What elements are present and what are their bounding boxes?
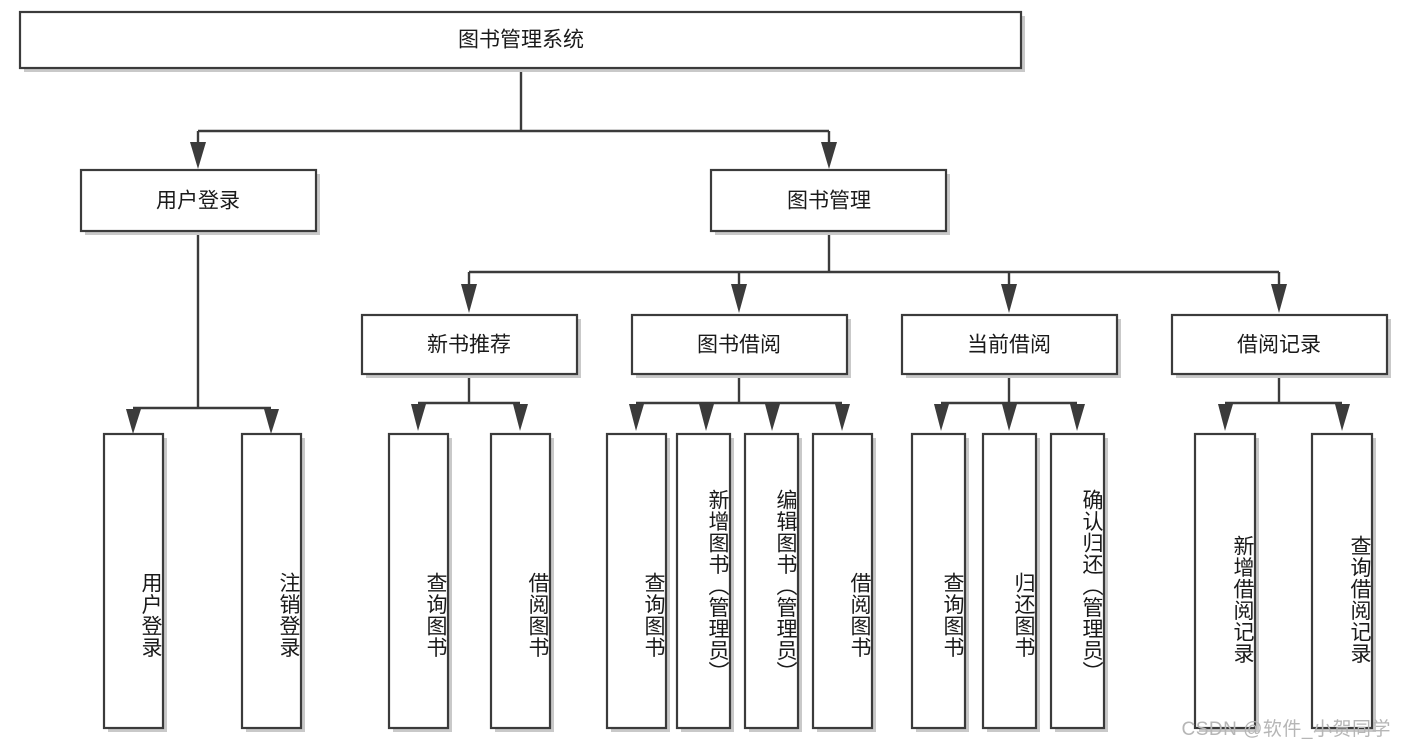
leaf-book-borrow-4-box[interactable] [811,432,874,730]
arrowhead-new-book [461,284,477,313]
leaf-node-new-book-1[interactable] [387,432,452,732]
leaf-book-borrow-1-box[interactable] [605,432,668,730]
node-book-management[interactable]: 图书管理 [709,168,950,235]
arrowhead-bookborrow-leaf-1 [629,404,644,431]
leaf-node-borrow-record-2[interactable] [1310,432,1376,732]
arrowhead-leaf-user-login [126,409,141,434]
arrowhead-book-borrow [731,284,747,313]
connector-group-user-login [126,232,279,434]
leaf-current-borrow-3-box[interactable] [1049,432,1106,730]
node-book-management-box[interactable] [709,168,948,233]
connector-group-root [190,68,837,169]
node-borrow-record-box[interactable] [1170,313,1389,376]
arrowhead-currentborrow-leaf-3 [1070,404,1085,431]
node-root[interactable]: 图书管理系统 [18,10,1025,72]
leaf-node-current-borrow-1[interactable] [910,432,969,732]
leaf-borrow-record-1-box[interactable] [1193,432,1257,730]
leaf-node-current-borrow-2[interactable] [981,432,1040,732]
node-book-management-label: 图书管理 [787,190,871,213]
leaf-new-book-2-box[interactable] [489,432,552,730]
node-current-borrow-label: 当前借阅 [967,334,1051,357]
node-book-borrow-box[interactable] [630,313,849,376]
arrowhead-currentborrow-leaf-1 [934,404,949,431]
watermark-text: CSDN @软件_小贺同学 [1181,719,1391,740]
leaf-node-new-book-2[interactable] [489,432,554,732]
connector-group-new-book [411,375,528,431]
leaf-borrow-record-2-box[interactable] [1310,432,1374,730]
arrowhead-borrowrecord-leaf-2 [1335,404,1350,431]
arrowhead-currentborrow-leaf-2 [1002,404,1017,431]
node-user-login-box[interactable] [79,168,318,233]
arrowhead-borrow-record [1271,284,1287,313]
leaf-node-book-borrow-4[interactable] [811,432,876,732]
connector-group-book-borrow [629,375,850,431]
leaf-current-borrow-1-box[interactable] [910,432,967,730]
leaf-user-login-2-box[interactable] [240,432,303,730]
leaf-node-user-login-2[interactable] [240,432,305,732]
node-current-borrow[interactable]: 当前借阅 [900,313,1121,378]
node-new-book-recommend-box[interactable] [360,313,579,376]
arrowhead-book-mgmt [821,142,837,169]
node-user-login-label: 用户登录 [156,190,240,213]
arrowhead-newbook-leaf-1 [411,404,426,431]
leaf-current-borrow-2-box[interactable] [981,432,1038,730]
leaf-book-borrow-3-box[interactable] [743,432,800,730]
arrowhead-leaf-logout [264,409,279,434]
node-new-book-recommend[interactable]: 新书推荐 [360,313,581,378]
arrowhead-borrowrecord-leaf-1 [1218,404,1233,431]
leaf-user-login-1-box[interactable] [102,432,165,730]
node-root-label: 图书管理系统 [458,29,584,52]
leaf-node-book-borrow-3[interactable] [743,432,802,732]
leaf-new-book-1-box[interactable] [387,432,450,730]
arrowhead-bookborrow-leaf-2 [699,404,714,431]
node-borrow-record-label: 借阅记录 [1237,334,1321,357]
leaf-node-current-borrow-3[interactable] [1049,432,1108,732]
arrowhead-newbook-leaf-2 [513,404,528,431]
leaf-node-borrow-record-1[interactable] [1193,432,1259,732]
connector-group-book-mgmt [461,232,1287,313]
node-new-book-recommend-label: 新书推荐 [427,334,511,357]
node-user-login[interactable]: 用户登录 [79,168,320,235]
arrowhead-bookborrow-leaf-4 [835,404,850,431]
connector-group-borrow-record [1218,375,1350,431]
arrowhead-current-borrow [1001,284,1017,313]
leaf-node-book-borrow-2[interactable] [675,432,734,732]
node-book-borrow-label: 图书借阅 [697,334,781,357]
leaf-node-user-login-1[interactable] [102,432,167,732]
connector-group-current-borrow [934,375,1085,431]
node-book-borrow[interactable]: 图书借阅 [630,313,851,378]
node-root-box[interactable] [18,10,1023,70]
node-current-borrow-box[interactable] [900,313,1119,376]
arrowhead-bookborrow-leaf-3 [765,404,780,431]
arrowhead-user-login [190,142,206,169]
leaf-node-book-borrow-1[interactable] [605,432,670,732]
node-borrow-record[interactable]: 借阅记录 [1170,313,1391,378]
leaf-book-borrow-2-box[interactable] [675,432,732,730]
